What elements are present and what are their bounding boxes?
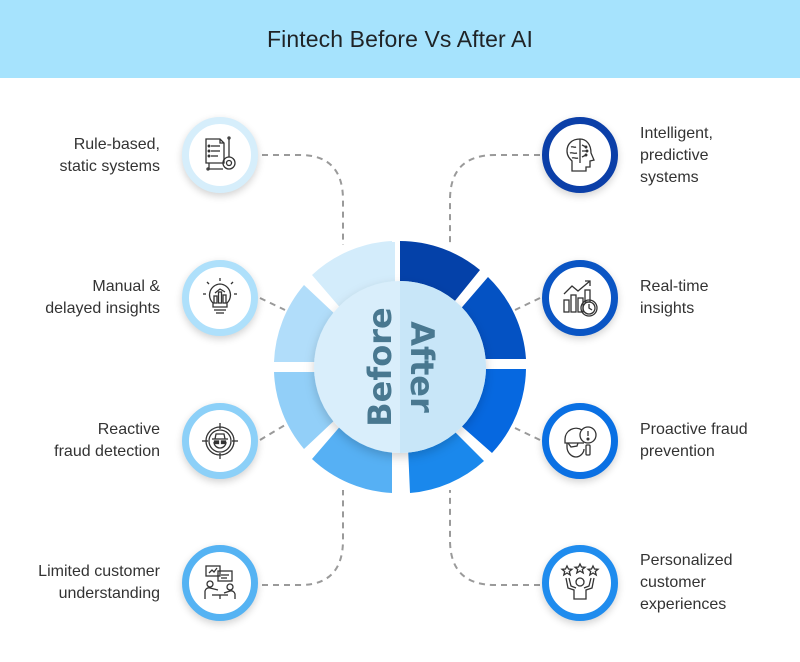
after-label: After: [403, 321, 441, 413]
hacker-alert-icon: [564, 426, 597, 458]
before-item-2-node: [182, 260, 258, 336]
meeting-presentation-icon: [204, 565, 236, 599]
after-segment-3: [458, 369, 526, 453]
page-title: Fintech Before Vs After AI: [267, 25, 533, 52]
lightbulb-chart-icon: [203, 278, 237, 314]
after-segment-1: [400, 241, 480, 307]
before-item-3-node: [182, 403, 258, 479]
before-item-1-node: [182, 117, 258, 193]
before-segment-1b: [312, 241, 392, 311]
after-item-4-node: [542, 545, 618, 621]
after-item-2-node: [542, 260, 618, 336]
happy-customer-stars-icon: [560, 562, 600, 600]
before-item-1-label: Rule-based,static systems: [59, 136, 160, 175]
before-segment-4: [312, 423, 392, 493]
before-label: Before: [361, 307, 399, 426]
before-item-2-label: Manual &delayed insights: [45, 278, 160, 317]
before-item-4-node: [182, 545, 258, 621]
after-item-1-node: [542, 117, 618, 193]
document-gear-icon: [205, 136, 236, 171]
after-segment-2: [457, 277, 526, 359]
spy-target-icon: [202, 423, 238, 459]
title-banner: Fintech Before Vs After AI: [0, 0, 800, 78]
chart-clock-icon: [563, 280, 598, 317]
after-item-3-node: [542, 403, 618, 479]
brain-head-icon: [566, 138, 595, 172]
